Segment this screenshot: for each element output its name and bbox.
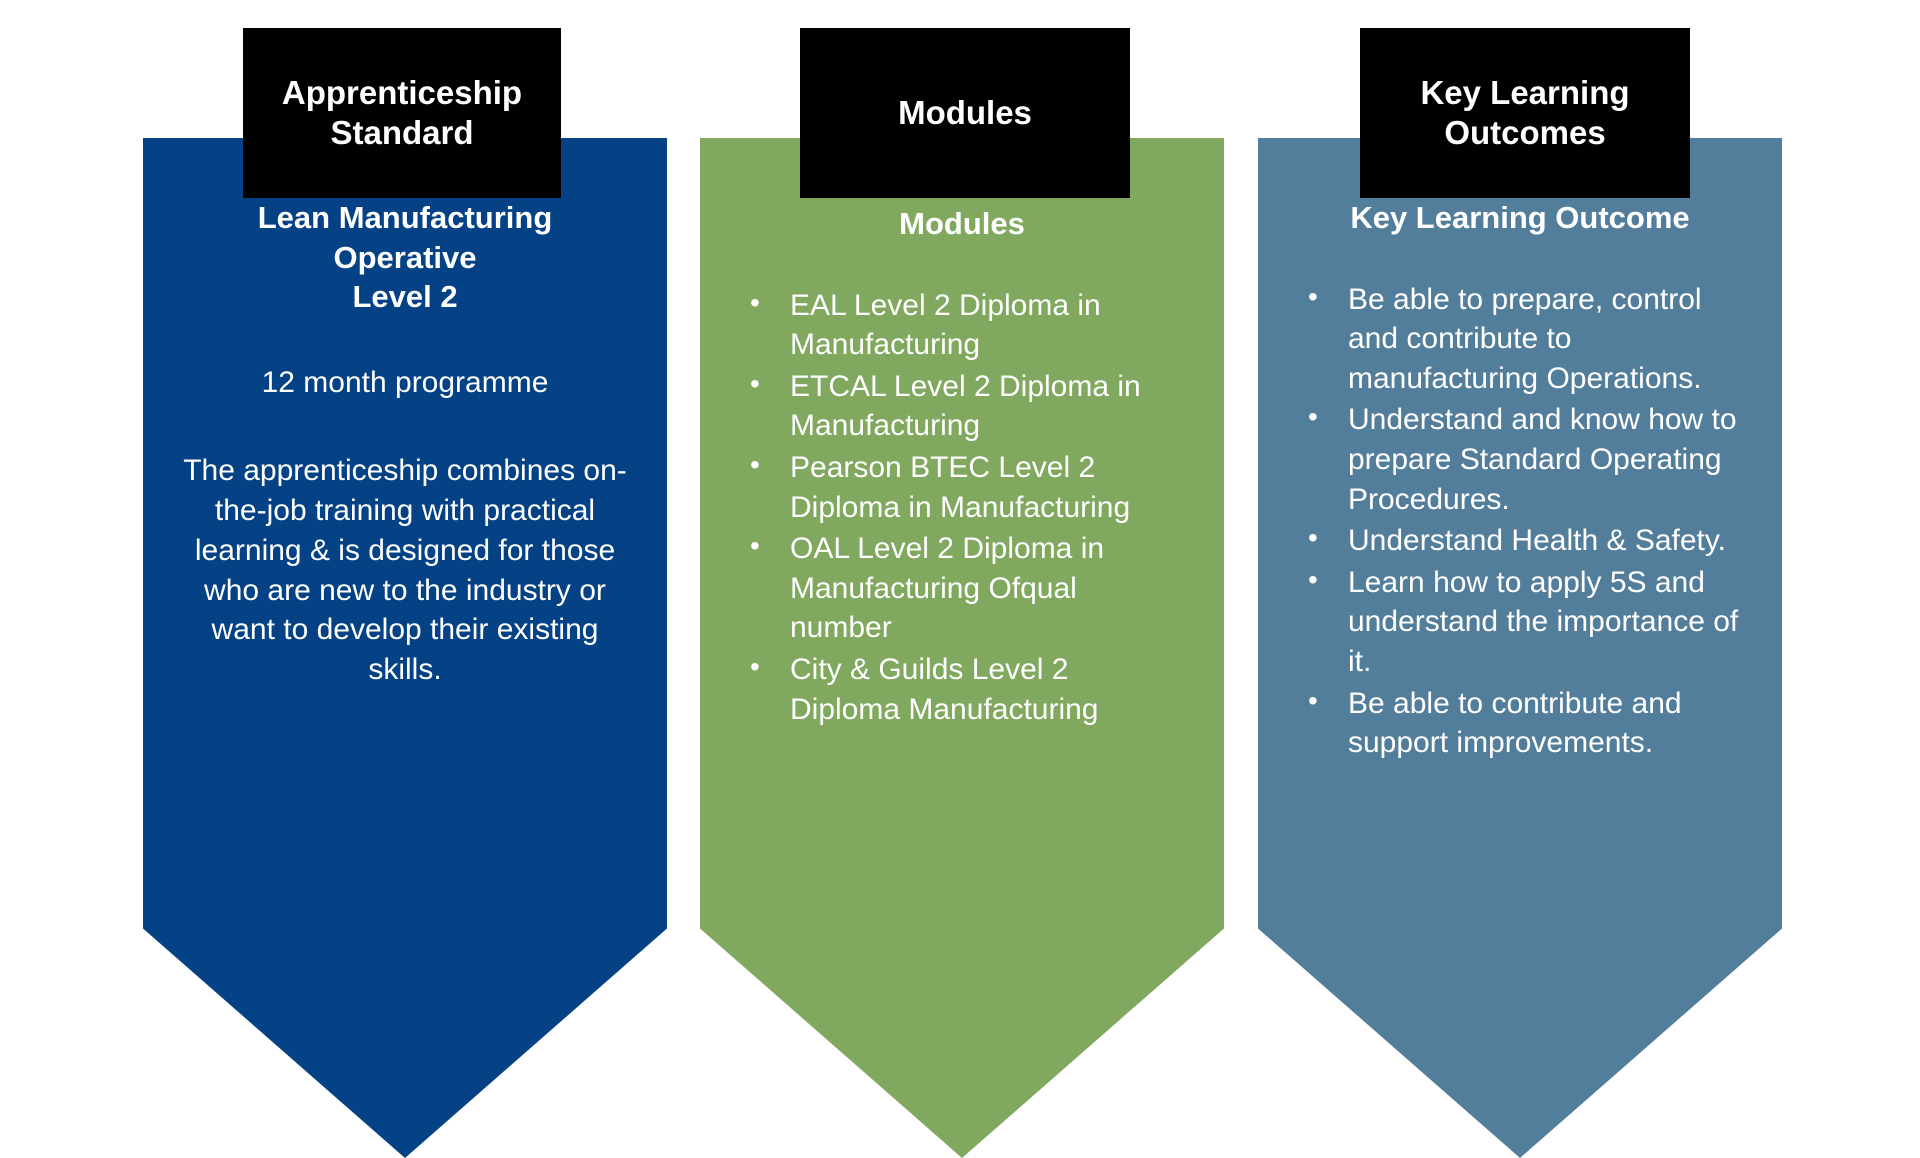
- tab-label-apprenticeship-standard: Apprenticeship Standard: [243, 28, 561, 198]
- list-item: ETCAL Level 2 Diploma in Manufacturing: [744, 366, 1184, 446]
- column-modules: Modules EAL Level 2 Diploma in Manufactu…: [700, 138, 1224, 1158]
- outcomes-list: Be able to prepare, control and contribu…: [1292, 279, 1748, 763]
- column-content-standard: Lean Manufacturing Operative Level 2 12 …: [143, 138, 667, 690]
- column-heading-outcomes: Key Learning Outcome: [1350, 200, 1690, 235]
- list-item: Understand Health & Safety.: [1302, 520, 1742, 561]
- column-heading-standard: Lean Manufacturing Operative Level 2: [257, 200, 553, 315]
- list-item: OAL Level 2 Diploma in Manufacturing Ofq…: [744, 528, 1184, 648]
- tab-label-modules: Modules: [800, 28, 1130, 198]
- list-item: Be able to contribute and support improv…: [1302, 683, 1742, 763]
- list-item: Understand and know how to prepare Stand…: [1302, 399, 1742, 519]
- standard-duration-text: 12 month programme: [261, 366, 549, 400]
- list-item: EAL Level 2 Diploma in Manufacturing: [744, 285, 1184, 365]
- column-content-modules: Modules EAL Level 2 Diploma in Manufactu…: [700, 138, 1224, 729]
- column-apprenticeship-standard: Lean Manufacturing Operative Level 2 12 …: [143, 138, 667, 1158]
- column-heading-modules: Modules: [899, 206, 1025, 241]
- column-content-outcomes: Key Learning Outcome Be able to prepare,…: [1258, 138, 1782, 763]
- list-item: Be able to prepare, control and contribu…: [1302, 279, 1742, 399]
- modules-list: EAL Level 2 Diploma in Manufacturing ETC…: [734, 285, 1190, 730]
- list-item: Pearson BTEC Level 2 Diploma in Manufact…: [744, 447, 1184, 527]
- list-item: City & Guilds Level 2 Diploma Manufactur…: [744, 649, 1184, 729]
- standard-description-text: The apprenticeship combines on-the-job t…: [183, 453, 627, 687]
- list-item: Learn how to apply 5S and understand the…: [1302, 562, 1742, 682]
- tab-label-key-learning-outcomes: Key Learning Outcomes: [1360, 28, 1690, 198]
- column-key-learning-outcomes: Key Learning Outcome Be able to prepare,…: [1258, 138, 1782, 1158]
